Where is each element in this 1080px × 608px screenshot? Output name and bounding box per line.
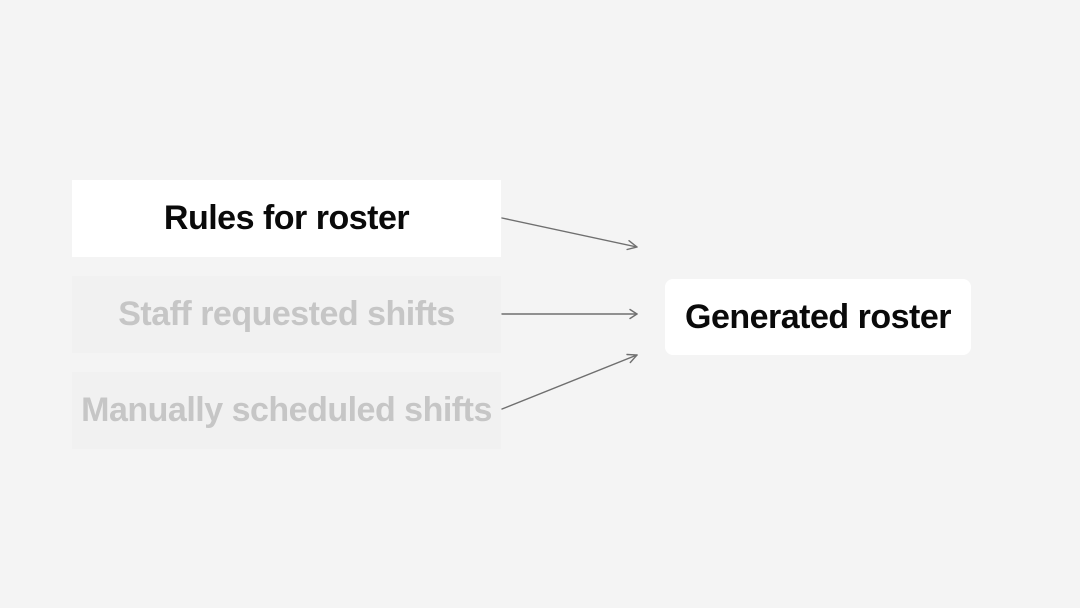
arrow-requested-to-roster [501,308,638,320]
input-staff-requested-shifts: Staff requested shifts [72,276,501,353]
input-manually-scheduled-shifts: Manually scheduled shifts [72,372,501,449]
arrow-rules-to-roster [501,217,638,251]
input-rules-for-roster: Rules for roster [72,180,501,257]
arrow-manual-to-roster [501,353,638,410]
output-generated-roster: Generated roster [665,279,971,355]
